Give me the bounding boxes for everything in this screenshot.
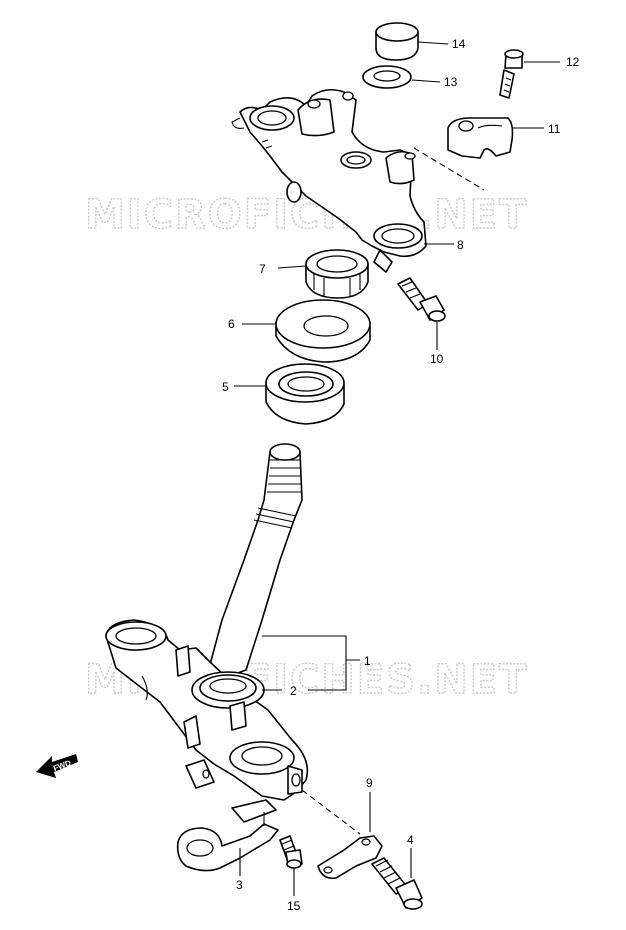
callout-9: 9 <box>366 776 373 790</box>
callout-7: 7 <box>259 262 266 276</box>
watermark-top: MICROFICHES.NET <box>85 192 528 238</box>
part-8-upper-bracket <box>231 88 427 273</box>
alignment-line-11-8 <box>413 147 485 191</box>
fwd-label: FWD <box>52 758 72 773</box>
part-1-lower-bracket <box>105 619 309 801</box>
part-6-dust-seal <box>275 299 371 363</box>
part-14-cap <box>375 22 419 61</box>
callout-12: 12 <box>566 55 580 69</box>
callout-5: 5 <box>222 380 229 394</box>
fwd-arrow-icon: FWD <box>36 754 78 778</box>
part-5-bearing <box>265 363 345 425</box>
callout-13: 13 <box>444 75 458 89</box>
part-4-bolt <box>371 857 423 910</box>
part-1-steering-stem <box>207 443 303 679</box>
callout-4: 4 <box>407 833 414 847</box>
part-3-bracket <box>176 799 279 872</box>
callout-3: 3 <box>236 878 243 892</box>
leader-lines <box>234 41 560 896</box>
part-9-plate <box>317 835 383 880</box>
callout-11: 11 <box>548 122 561 136</box>
callout-15: 15 <box>287 899 301 913</box>
part-7-nut <box>305 249 369 299</box>
callout-8: 8 <box>457 238 464 252</box>
alignment-line-bracket-9 <box>301 789 361 835</box>
part-15-bolt <box>279 835 303 869</box>
part-10-bolt <box>397 277 446 322</box>
callout-6: 6 <box>228 317 235 331</box>
callout-14: 14 <box>452 37 466 51</box>
part-12-bolt <box>499 49 524 99</box>
callout-10: 10 <box>430 352 444 366</box>
callout-2: 2 <box>290 684 297 698</box>
part-13-washer <box>362 65 412 89</box>
callout-1: 1 <box>364 654 371 668</box>
part-11-handlebar-clamp <box>447 117 514 159</box>
